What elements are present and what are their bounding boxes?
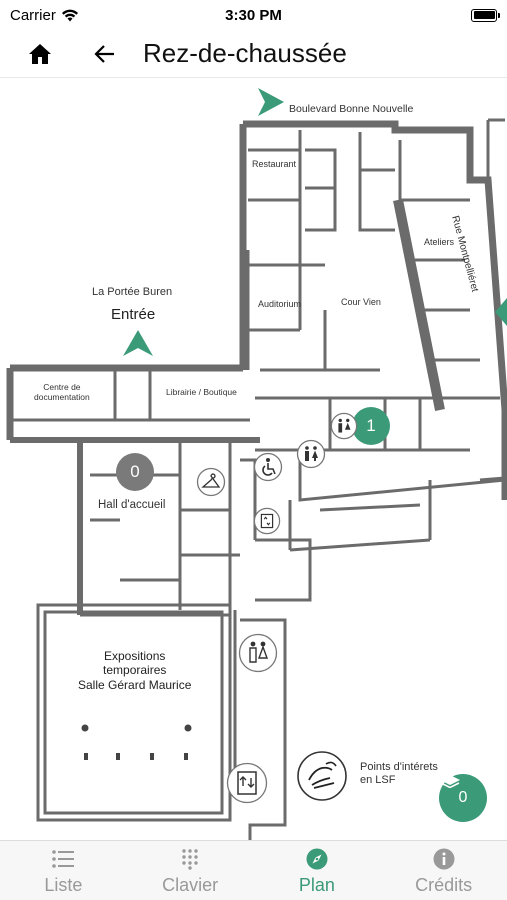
- lsf-count: 0: [458, 789, 468, 806]
- tab-clavier-label: Clavier: [162, 875, 219, 895]
- compass-icon: [306, 848, 328, 870]
- floor-plan-drawing: [6, 88, 507, 840]
- sign-language-icon: [297, 751, 347, 801]
- layers-icon: [440, 775, 460, 788]
- wheelchair-icon: [253, 452, 283, 482]
- restroom-icon-lower: [238, 633, 278, 673]
- status-bar: Carrier 3:30 PM: [0, 0, 507, 30]
- tab-plan[interactable]: Plan: [254, 841, 381, 900]
- restroom-icon-upper: [330, 412, 358, 440]
- portee-buren-label: La Portée Buren: [92, 286, 173, 298]
- elevator-icon: [253, 507, 281, 535]
- info-icon: [433, 848, 455, 870]
- keypad-icon: [182, 849, 198, 870]
- home-icon: [29, 43, 51, 64]
- status-time: 3:30 PM: [225, 6, 282, 24]
- expositions-label: Expositions temporaires Salle Gérard Mau…: [78, 649, 192, 692]
- hall-point-badge[interactable]: 0: [116, 453, 154, 491]
- navigation-bar: Rez-de-chaussée: [0, 30, 507, 78]
- points-interets-label: Points d'intérets en LSF: [360, 761, 438, 787]
- carrier-label: Carrier: [10, 6, 56, 24]
- home-button[interactable]: [20, 34, 60, 74]
- tab-credits[interactable]: Crédits: [380, 841, 507, 900]
- restroom-icon: [296, 439, 326, 469]
- status-left: Carrier: [10, 7, 79, 24]
- back-button[interactable]: [85, 34, 125, 74]
- boulevard-label: Boulevard Bonne Nouvelle: [289, 103, 414, 115]
- tab-credits-label: Crédits: [415, 875, 473, 895]
- arrow-left-icon: [94, 44, 114, 63]
- battery-icon: [471, 8, 500, 22]
- hall-accueil-label: Hall d'accueil: [98, 499, 166, 511]
- rue-arrow-icon: [495, 298, 507, 326]
- tab-liste-label: Liste: [44, 875, 83, 895]
- librairie-boutique-label: Librairie / Boutique: [166, 387, 237, 397]
- tab-clavier[interactable]: Clavier: [127, 841, 254, 900]
- room-point-badge[interactable]: 1: [352, 407, 390, 445]
- auditorium-label: Auditorium: [258, 299, 302, 309]
- elevator-icon-lower: [226, 762, 268, 804]
- entrance-arrow-icon: [123, 330, 153, 356]
- restaurant-label: Restaurant: [252, 159, 297, 169]
- lsf-layers-button[interactable]: 0: [439, 774, 487, 822]
- floor-plan-map[interactable]: Boulevard Bonne Nouvelle Rue Montpelliér…: [0, 80, 507, 840]
- list-icon: [52, 850, 75, 868]
- entree-label: Entrée: [111, 306, 156, 323]
- tab-plan-label: Plan: [298, 875, 335, 895]
- page-title: Rez-de-chaussée: [143, 38, 347, 68]
- centre-documentation-label: Centre de documentation: [34, 382, 90, 403]
- tab-liste[interactable]: Liste: [0, 841, 127, 900]
- cloakroom-icon: [196, 467, 226, 497]
- wifi-icon: [61, 9, 78, 21]
- tab-bar: Liste Clavier Plan: [0, 840, 507, 900]
- ateliers-label: Ateliers: [424, 237, 455, 247]
- cour-vien-label: Cour Vien: [341, 297, 381, 307]
- boulevard-arrow-icon: [258, 88, 284, 116]
